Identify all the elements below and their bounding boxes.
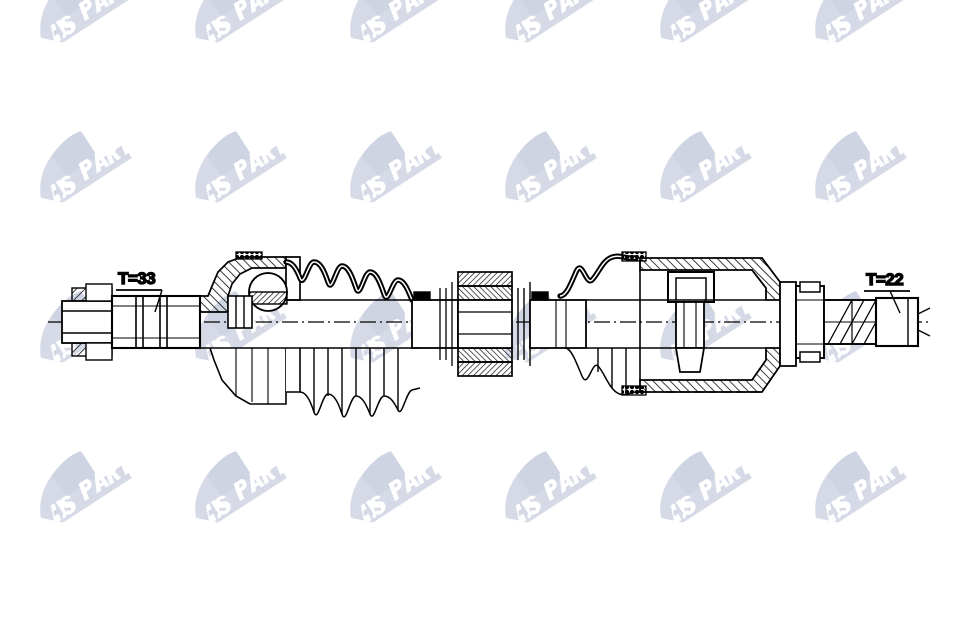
annotation-right-spline: T=22: [864, 269, 910, 314]
annotation-left-spline: T=33: [116, 268, 163, 313]
splined-shaft-left: [110, 294, 202, 350]
inner-tripod-housing: [639, 257, 797, 393]
shaft-right-segment: [529, 291, 587, 349]
splined-shaft-right: [823, 299, 883, 345]
large-rubber-boot: [283, 259, 423, 418]
left-spline-label: T=33: [118, 269, 155, 288]
threaded-end-stub: [61, 283, 113, 361]
outer-cv-joint-bell: [199, 251, 301, 405]
center-support-bearing: [457, 271, 531, 377]
small-rubber-boot: [557, 251, 647, 396]
right-spline-label: T=22: [866, 270, 903, 289]
intermediate-shaft: [411, 282, 459, 366]
right-collar: [795, 281, 825, 363]
